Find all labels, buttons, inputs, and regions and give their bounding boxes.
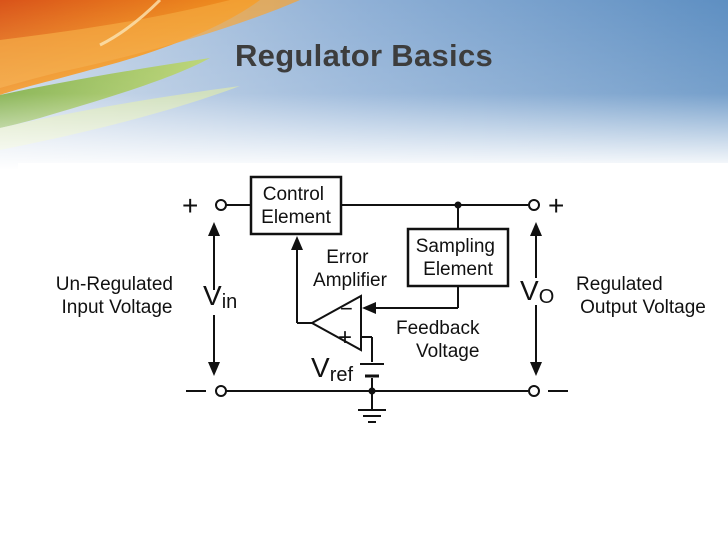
sampling-element-label: Sampling Element <box>416 236 501 280</box>
junction-dot-top <box>454 201 462 209</box>
junction-dot-bottom <box>368 387 376 395</box>
opamp-minus-sign: − <box>340 296 353 321</box>
error-amplifier-symbol <box>309 294 362 352</box>
vo-arrowhead-up <box>530 222 542 236</box>
input-terminal-top <box>215 199 227 211</box>
control-element-label: Control Element <box>261 184 331 228</box>
output-plus-sign: + <box>548 190 564 221</box>
error-amplifier-label: Error Amplifier <box>313 247 388 291</box>
output-terminal-top <box>528 199 540 211</box>
control-arrowhead <box>291 236 303 250</box>
control-element-box <box>249 175 343 236</box>
slide-title: Regulator Basics <box>234 38 494 73</box>
ground-icon <box>358 409 386 423</box>
regulator-block-diagram: + + − + Control Element Sampling Element… <box>56 175 706 423</box>
input-plus-sign: + <box>182 190 198 221</box>
vin-arrowhead-down <box>208 362 220 376</box>
diagram-panel: + + − + Control Element Sampling Element… <box>18 163 728 433</box>
output-terminal-bottom <box>528 385 540 397</box>
sampling-element-box <box>406 227 510 288</box>
vo-arrowhead-down <box>530 362 542 376</box>
input-terminal-bottom <box>215 385 227 397</box>
feedback-voltage-label: Feedback Voltage <box>396 318 485 362</box>
vref-symbol: Vref <box>311 352 353 386</box>
regulated-output-label: Regulated Output Voltage <box>576 274 706 318</box>
vo-symbol: VO <box>520 275 554 308</box>
unregulated-input-label: Un-Regulated Input Voltage <box>56 274 179 318</box>
decorative-banner <box>0 0 728 170</box>
vin-symbol: Vin <box>203 280 237 313</box>
vin-arrowhead-up <box>208 222 220 236</box>
feedback-arrowhead <box>362 302 376 314</box>
opamp-plus-sign: + <box>338 324 352 351</box>
